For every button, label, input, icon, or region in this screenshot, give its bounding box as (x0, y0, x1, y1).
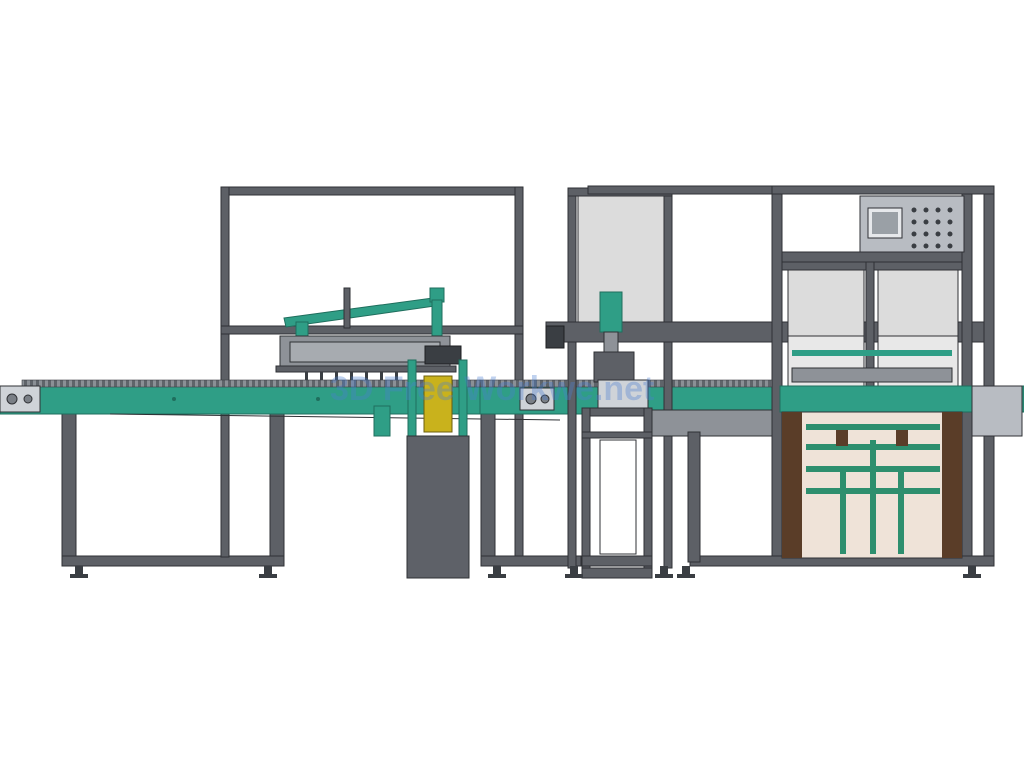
lifter-cabinet (406, 435, 470, 579)
overhead-beam (545, 321, 987, 349)
side-control-box (971, 385, 1023, 437)
conveyor-tail (651, 409, 773, 437)
pick-unit (593, 291, 649, 409)
leveling-foot-icon (70, 566, 981, 578)
lifting-arm-mechanism (275, 287, 457, 380)
lower-rack (781, 411, 963, 559)
watermark-text: 3D Free Workwe.net (330, 370, 654, 408)
bearing-block-icon (0, 385, 41, 413)
middle-conveyor-legs (480, 391, 582, 567)
left-conveyor-legs (61, 387, 285, 567)
control-panel-icon (859, 195, 965, 253)
gear-motor-icon (373, 345, 468, 437)
middle-lower-stand (581, 407, 653, 579)
